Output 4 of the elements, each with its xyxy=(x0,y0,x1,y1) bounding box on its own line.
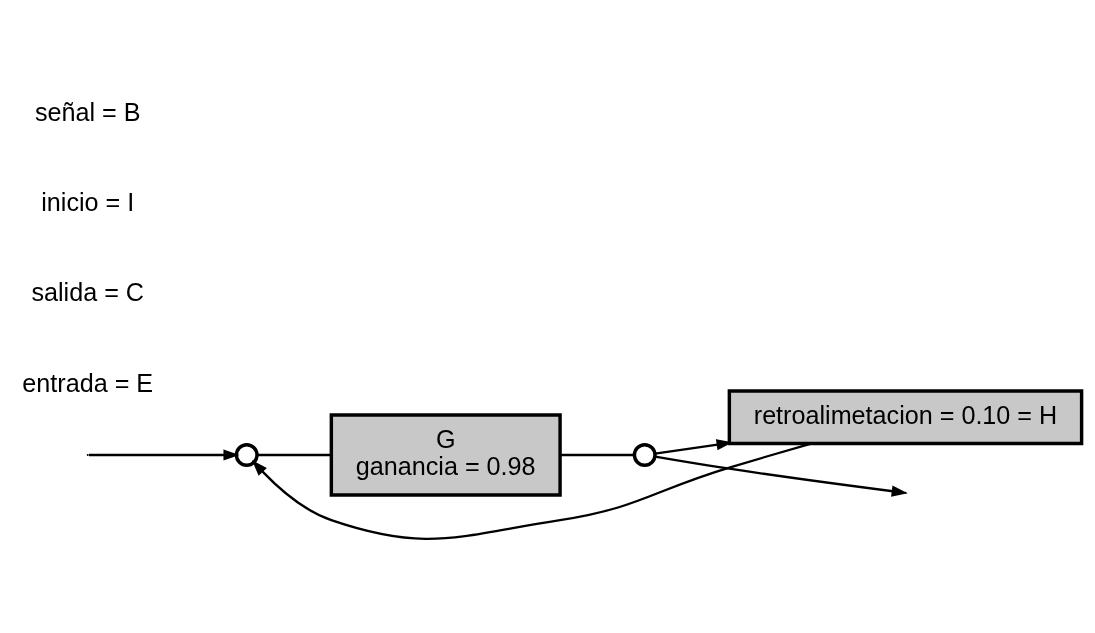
label: inicio = I xyxy=(41,187,135,216)
label: salida = C xyxy=(31,278,145,307)
label: entrada = E xyxy=(22,368,154,397)
label: señal = B xyxy=(34,97,141,126)
